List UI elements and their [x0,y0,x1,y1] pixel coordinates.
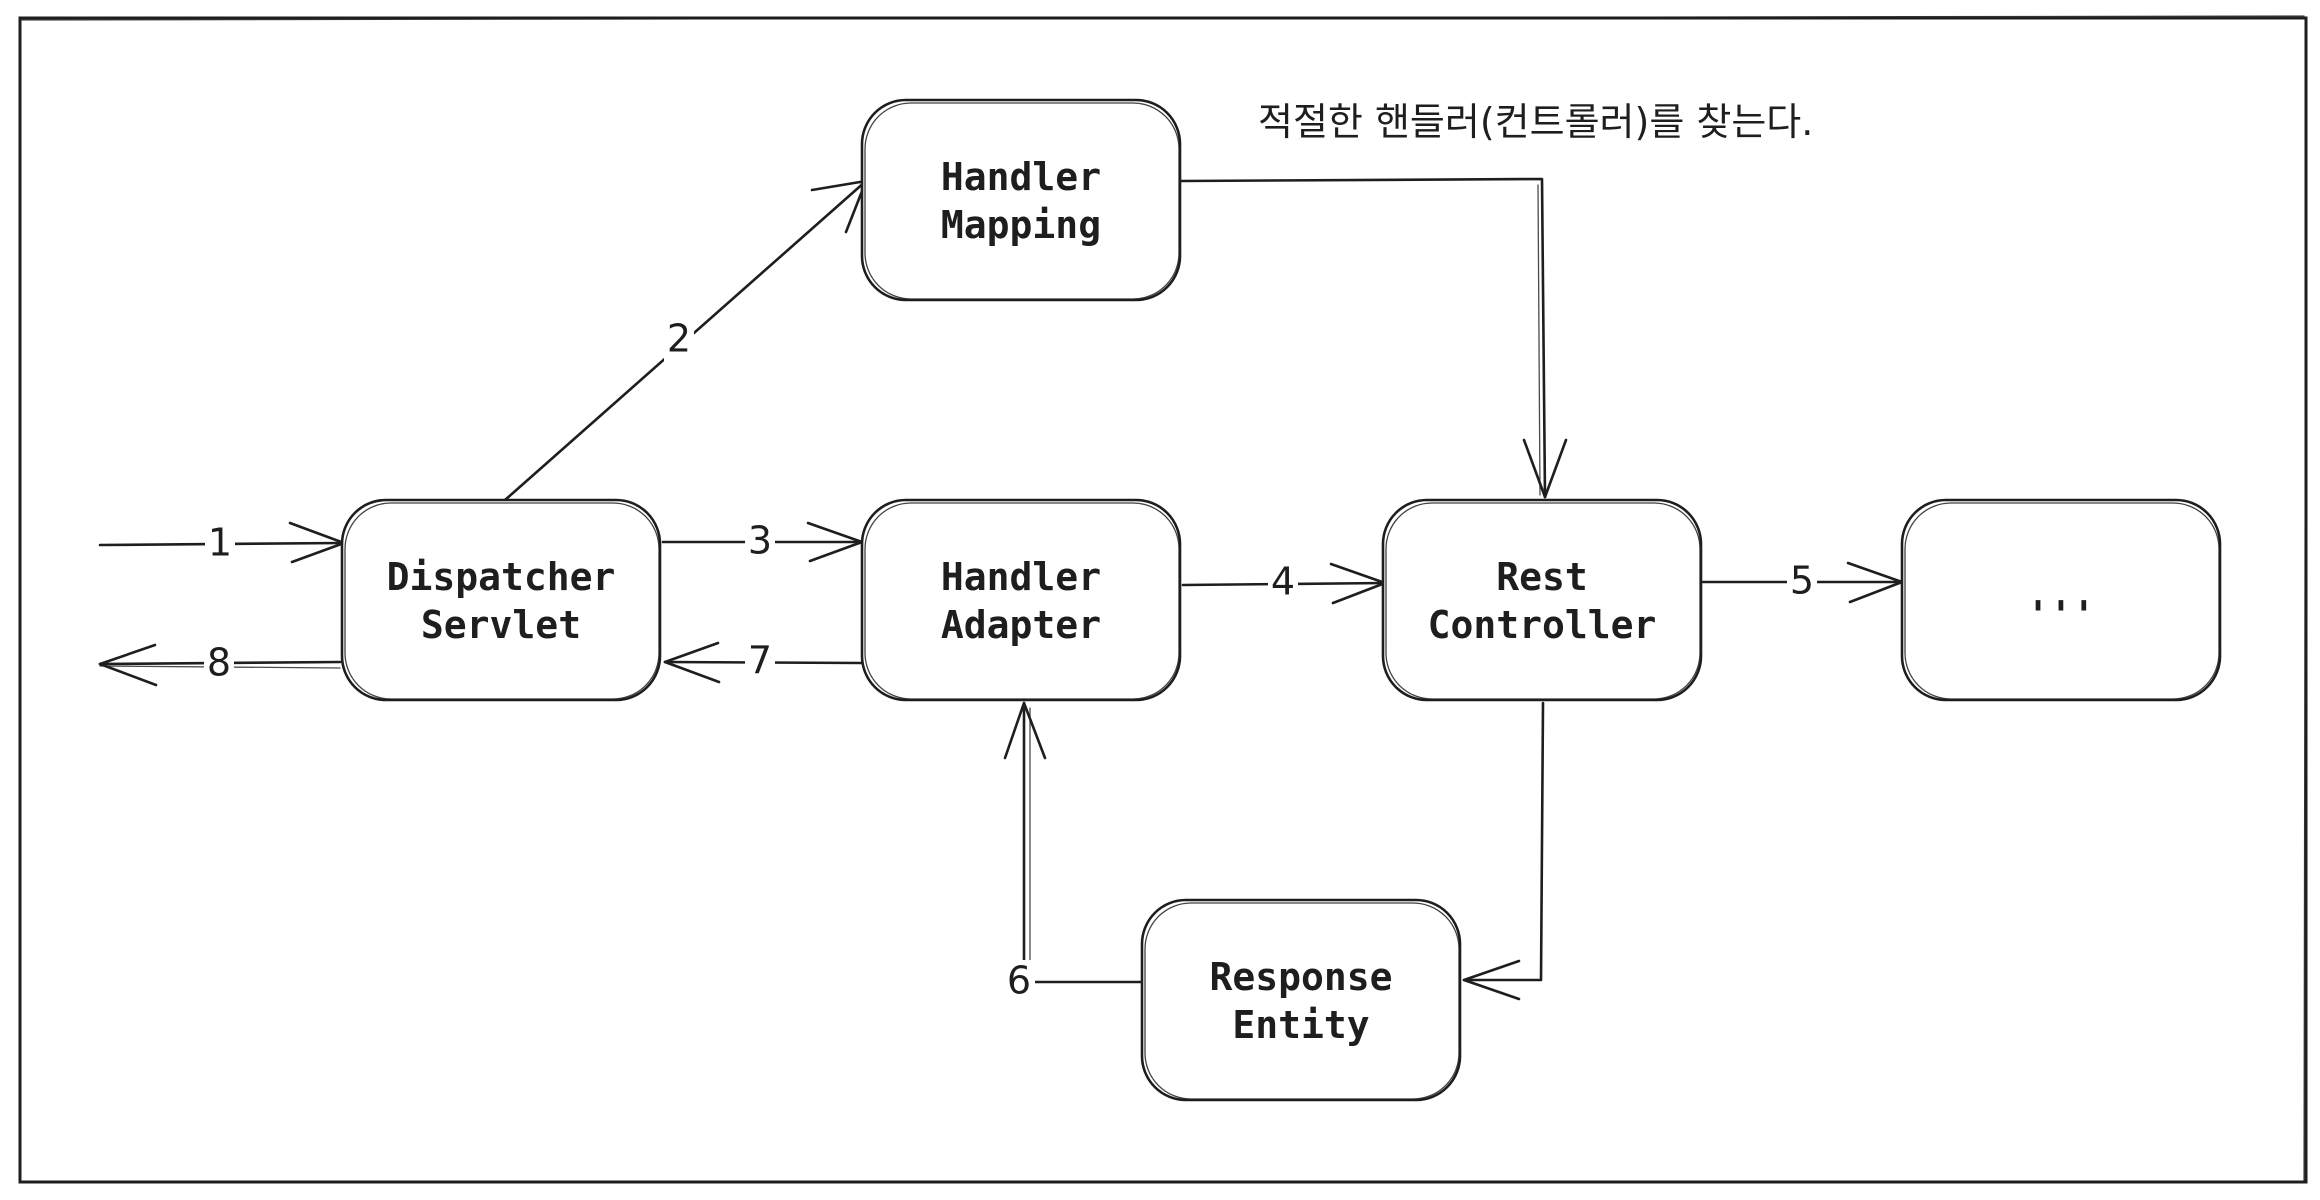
step-label-7: 7 [745,639,775,684]
svg-text:Dispatcher: Dispatcher [387,555,616,599]
svg-text:Response: Response [1209,955,1392,999]
arrow-controller-to-response [1462,701,1545,1001]
svg-text:''': ''' [2027,593,2096,637]
svg-text:7: 7 [748,639,772,683]
annotation-note: 적절한 핸들러(컨트롤러)를 찾는다. [1258,100,1813,144]
svg-text:Handler: Handler [941,555,1101,599]
svg-text:Mapping: Mapping [941,203,1101,247]
node-rest-controller: Rest Controller [1381,498,1703,702]
arrow-step-6 [1003,701,1144,984]
svg-text:Rest: Rest [1496,555,1588,599]
svg-text:1: 1 [208,521,232,565]
step-label-6: 6 [1003,959,1035,1004]
step-label-3: 3 [745,519,775,564]
svg-text:5: 5 [1790,559,1814,603]
svg-text:8: 8 [207,641,231,685]
node-dispatcher-servlet: Dispatcher Servlet [340,498,662,702]
node-handler-mapping: Handler Mapping [860,98,1182,302]
node-response-entity: Response Entity [1140,898,1462,1102]
svg-text:Servlet: Servlet [421,603,581,647]
svg-text:Controller: Controller [1428,603,1657,647]
step-label-8: 8 [204,641,234,686]
step-label-2: 2 [664,317,694,362]
svg-text:2: 2 [667,317,691,361]
svg-text:4: 4 [1271,560,1295,604]
node-handler-adapter: Handler Adapter [860,498,1182,702]
svg-text:Entity: Entity [1232,1003,1369,1047]
svg-text:Handler: Handler [941,155,1101,199]
diagram-frame-sketch [21,15,2307,1181]
step-label-4: 4 [1268,560,1298,605]
svg-text:3: 3 [748,519,772,563]
svg-text:Adapter: Adapter [941,603,1101,647]
node-ellipsis: ''' [1900,498,2222,702]
arrow-mapping-to-controller [1179,177,1568,499]
svg-text:6: 6 [1007,959,1031,1003]
step-label-5: 5 [1787,559,1817,604]
step-label-1: 1 [205,521,235,566]
